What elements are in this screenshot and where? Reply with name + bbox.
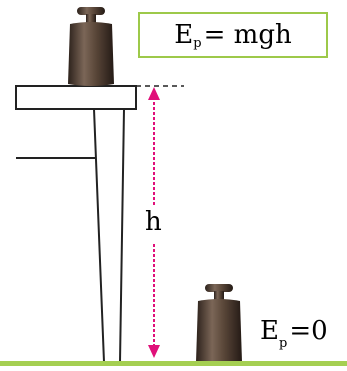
- weight-body: [68, 22, 114, 86]
- weight-knob: [205, 284, 233, 292]
- arrow-head-down: [148, 345, 160, 358]
- table-top: [16, 86, 136, 109]
- weight-body: [196, 299, 242, 364]
- table: [16, 86, 136, 362]
- weight-on-table: [68, 7, 114, 86]
- ground-formula-subscript: p: [279, 336, 287, 351]
- weight-on-ground: [196, 284, 242, 364]
- arrow-head-up: [148, 87, 160, 100]
- ground-formula: Ep=0: [260, 316, 328, 346]
- formula-rhs: = mgh: [204, 20, 292, 50]
- ground-formula-rhs: =0: [289, 316, 327, 346]
- formula-subscript: p: [193, 36, 201, 51]
- formula-symbol: E: [174, 20, 193, 50]
- weight-neck: [214, 291, 224, 300]
- ground-formula-symbol: E: [260, 316, 279, 346]
- height-label: h: [145, 207, 162, 237]
- weight-neck: [86, 14, 96, 23]
- table-leg: [94, 109, 124, 362]
- ground-line: [0, 361, 347, 366]
- weight-knob: [77, 7, 105, 15]
